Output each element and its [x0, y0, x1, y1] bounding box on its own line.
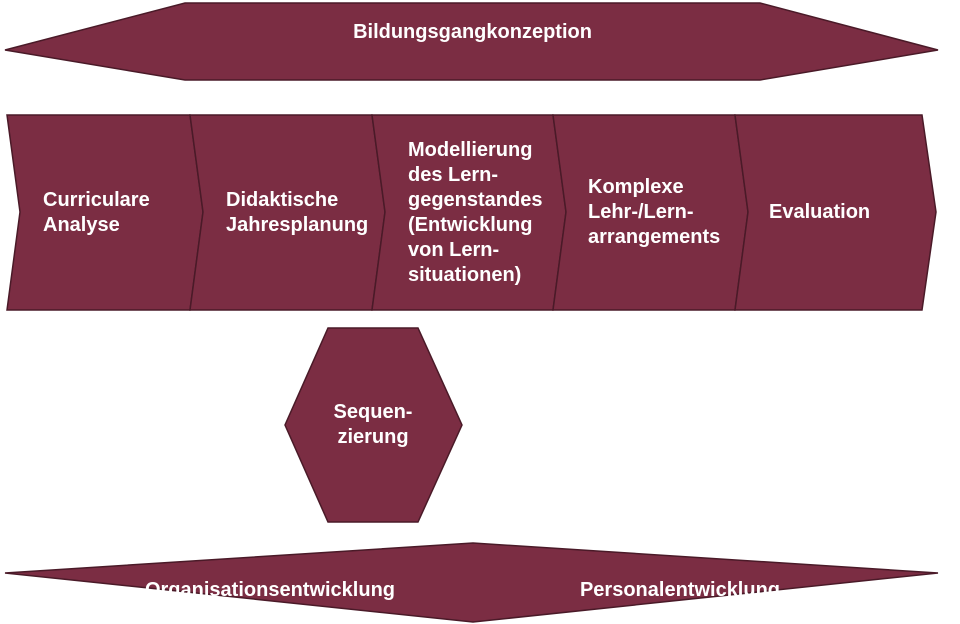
- bottom-banner-left-text: Organisationsentwicklung: [144, 578, 396, 601]
- bottom-banner-right-label: Personalentwicklung: [550, 573, 810, 607]
- process-step-3-text: Modellierung des Lern- gegenstandes (Ent…: [408, 139, 543, 286]
- process-step-1-label: Curriculare Analyse: [43, 115, 190, 310]
- process-step-4-label: Komplexe Lehr-/Lern- arrangements: [588, 115, 736, 310]
- process-step-5-text: Evaluation: [769, 201, 871, 223]
- process-step-5-label: Evaluation: [769, 115, 919, 310]
- process-step-2-text: Didaktische Jahresplanung: [226, 188, 369, 236]
- process-step-5-shape: [734, 114, 937, 311]
- process-step-4-text: Komplexe Lehr-/Lern- arrangements: [588, 176, 721, 248]
- top-banner-label: Bildungsgangkonzeption: [185, 10, 760, 54]
- process-step-3-label: Modellierung des Lern- gegenstandes (Ent…: [408, 118, 558, 308]
- top-banner-shape: [4, 2, 939, 81]
- bottom-banner-right-text: Personalentwicklung: [579, 578, 781, 601]
- process-step-2-label: Didaktische Jahresplanung: [226, 115, 374, 310]
- bottom-banner-shape: [4, 542, 939, 623]
- bottom-banner-left-label: Organisationsentwicklung: [110, 573, 430, 607]
- process-step-1-text: Curriculare Analyse: [43, 188, 150, 236]
- hexagon-label: Sequen- zierung: [295, 380, 451, 470]
- hexagon-shape: [284, 327, 463, 523]
- hexagon-text: Sequen- zierung: [333, 401, 413, 448]
- top-banner-text: Bildungsgangkonzeption: [353, 20, 592, 43]
